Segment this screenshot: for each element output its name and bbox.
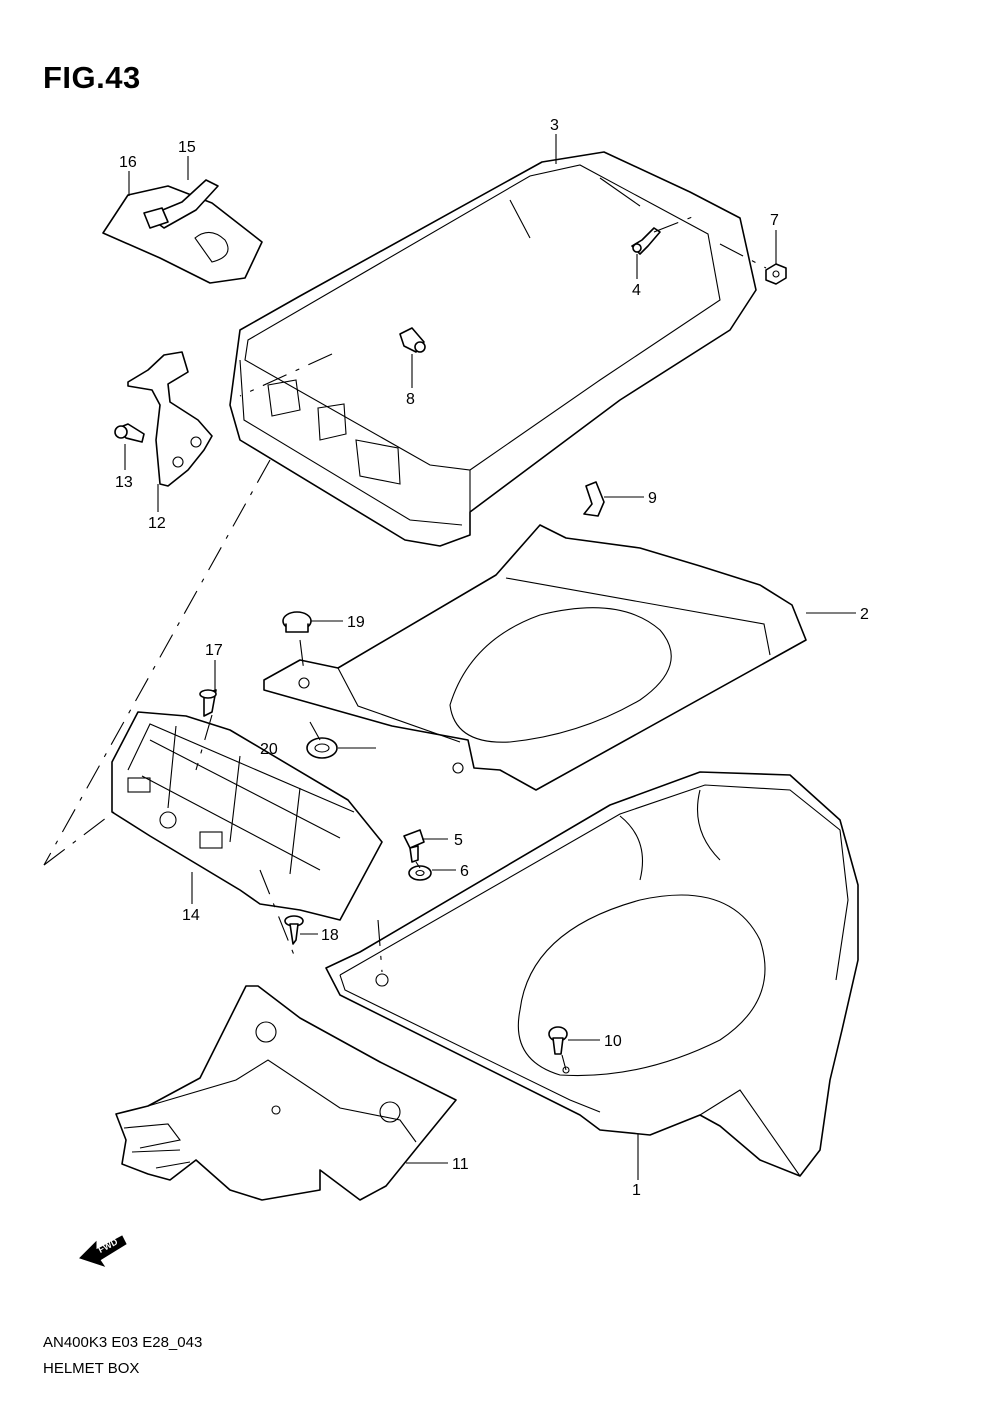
part-14-cover bbox=[111, 711, 383, 921]
part-7-nut bbox=[765, 263, 787, 285]
part-4-bolt bbox=[631, 227, 661, 255]
part-3-upper-tray bbox=[229, 151, 757, 547]
callout-14: 14 bbox=[182, 907, 200, 924]
part-13-bolt bbox=[114, 423, 145, 443]
callout-19: 19 bbox=[347, 614, 365, 631]
callout-10: 10 bbox=[604, 1033, 622, 1050]
part-8-rivet bbox=[399, 327, 426, 353]
part-17-push-rivet bbox=[199, 689, 217, 717]
part-16-pad bbox=[102, 185, 263, 284]
part-5-bolt bbox=[403, 829, 425, 863]
part-1-helmet-box bbox=[325, 771, 859, 1177]
forward-arrow-icon: FWD bbox=[79, 1235, 127, 1267]
callout-11: 11 bbox=[452, 1156, 469, 1173]
callout-5: 5 bbox=[454, 832, 463, 849]
part-9-clip bbox=[583, 481, 605, 517]
callout-18: 18 bbox=[321, 927, 339, 944]
callout-13: 13 bbox=[115, 474, 133, 491]
callout-7: 7 bbox=[770, 212, 779, 229]
part-19-grommet bbox=[282, 611, 312, 633]
diagram-name: HELMET BOX bbox=[43, 1360, 140, 1377]
part-18-screw bbox=[284, 915, 304, 945]
part-6-washer bbox=[408, 865, 432, 881]
part-2-lower-tray bbox=[263, 524, 807, 791]
callout-12: 12 bbox=[148, 515, 166, 532]
callout-3: 3 bbox=[550, 117, 559, 134]
callout-8: 8 bbox=[406, 391, 415, 408]
part-12-bracket bbox=[127, 351, 213, 487]
diagram-code: AN400K3 E03 E28_043 bbox=[43, 1334, 203, 1351]
callout-15: 15 bbox=[178, 139, 196, 156]
callout-20: 20 bbox=[260, 741, 278, 758]
callout-16: 16 bbox=[119, 154, 137, 171]
part-20-grommet bbox=[306, 737, 338, 759]
callout-1: 1 bbox=[632, 1182, 641, 1199]
callout-4: 4 bbox=[632, 282, 641, 299]
figure-title: FIG.43 bbox=[43, 60, 141, 95]
callout-2: 2 bbox=[860, 606, 869, 623]
part-15-strap bbox=[143, 179, 219, 229]
part-10-clip bbox=[548, 1026, 568, 1055]
callout-17: 17 bbox=[205, 642, 223, 659]
callout-9: 9 bbox=[648, 490, 657, 507]
callout-6: 6 bbox=[460, 863, 469, 880]
part-11-floor-panel bbox=[115, 985, 457, 1201]
